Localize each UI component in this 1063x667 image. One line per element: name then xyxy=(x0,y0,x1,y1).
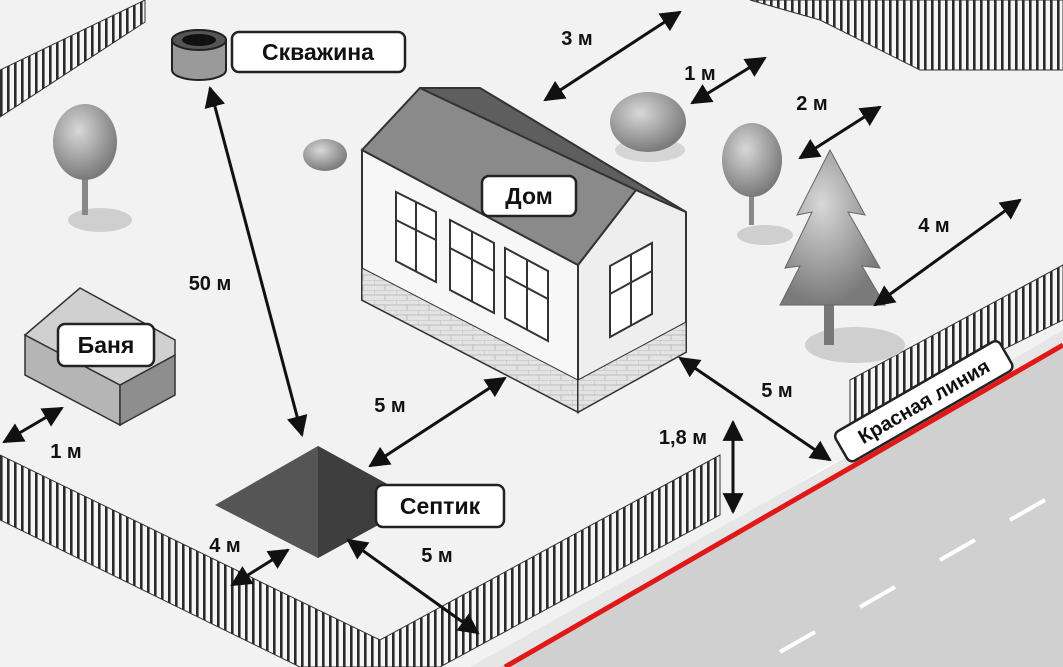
dim-fir-fence: 4 м xyxy=(918,215,949,237)
arrow-septic-fence-bottom xyxy=(346,538,480,635)
arrow-well-septic xyxy=(204,85,308,438)
well xyxy=(171,29,227,81)
tree-fir xyxy=(779,148,905,363)
tree-left xyxy=(53,104,132,232)
fence-top-right xyxy=(749,0,1063,71)
septic-pit xyxy=(215,446,420,558)
bush-top xyxy=(610,92,686,162)
arrow-bush-fence xyxy=(690,56,767,105)
house-label: Дом xyxy=(505,183,552,209)
well-label: Скважина xyxy=(262,39,374,65)
bush-small xyxy=(303,139,347,171)
dim-house-fence-top: 3 м xyxy=(561,28,592,50)
dim-septic-house: 5 м xyxy=(374,395,405,417)
arrow-septic-fence-left xyxy=(230,548,290,587)
dim-septic-fence-bottom: 5 м xyxy=(421,545,452,567)
septic-label: Септик xyxy=(400,493,481,519)
arrow-septic-house xyxy=(368,376,507,468)
red-line xyxy=(503,342,1063,667)
house xyxy=(360,86,687,414)
fence-front-left xyxy=(0,454,381,667)
arrow-house-redline xyxy=(678,356,832,462)
bath-label: Баня xyxy=(78,332,135,358)
dimension-arrows xyxy=(2,10,1022,635)
dim-well-septic: 50 м xyxy=(189,273,232,295)
arrow-bath-fence xyxy=(2,406,64,444)
well-tag: Скважина xyxy=(230,30,407,74)
dimension-labels: 50 м 3 м 1 м 2 м 4 м 5 м 5 м 1,8 м 1 м 4… xyxy=(50,28,949,567)
fence-top-left xyxy=(0,0,146,118)
dim-fence-height: 1,8 м xyxy=(659,427,707,449)
dim-tree-fence: 2 м xyxy=(796,93,827,115)
septic-tag: Септик xyxy=(374,483,506,529)
arrow-house-fence-top xyxy=(543,10,682,102)
dim-house-redline: 5 м xyxy=(761,380,792,402)
dim-septic-fence-left: 4 м xyxy=(209,535,240,557)
arrow-tree-fence xyxy=(798,105,882,160)
dim-bath-fence: 1 м xyxy=(50,441,81,463)
arrow-fir-fence xyxy=(873,198,1022,307)
house-tag: Дом xyxy=(480,174,578,218)
tree-small xyxy=(722,123,793,245)
bath-tag: Баня xyxy=(56,322,156,368)
dim-bush-fence: 1 м xyxy=(684,63,715,85)
road-markings xyxy=(779,498,1046,654)
